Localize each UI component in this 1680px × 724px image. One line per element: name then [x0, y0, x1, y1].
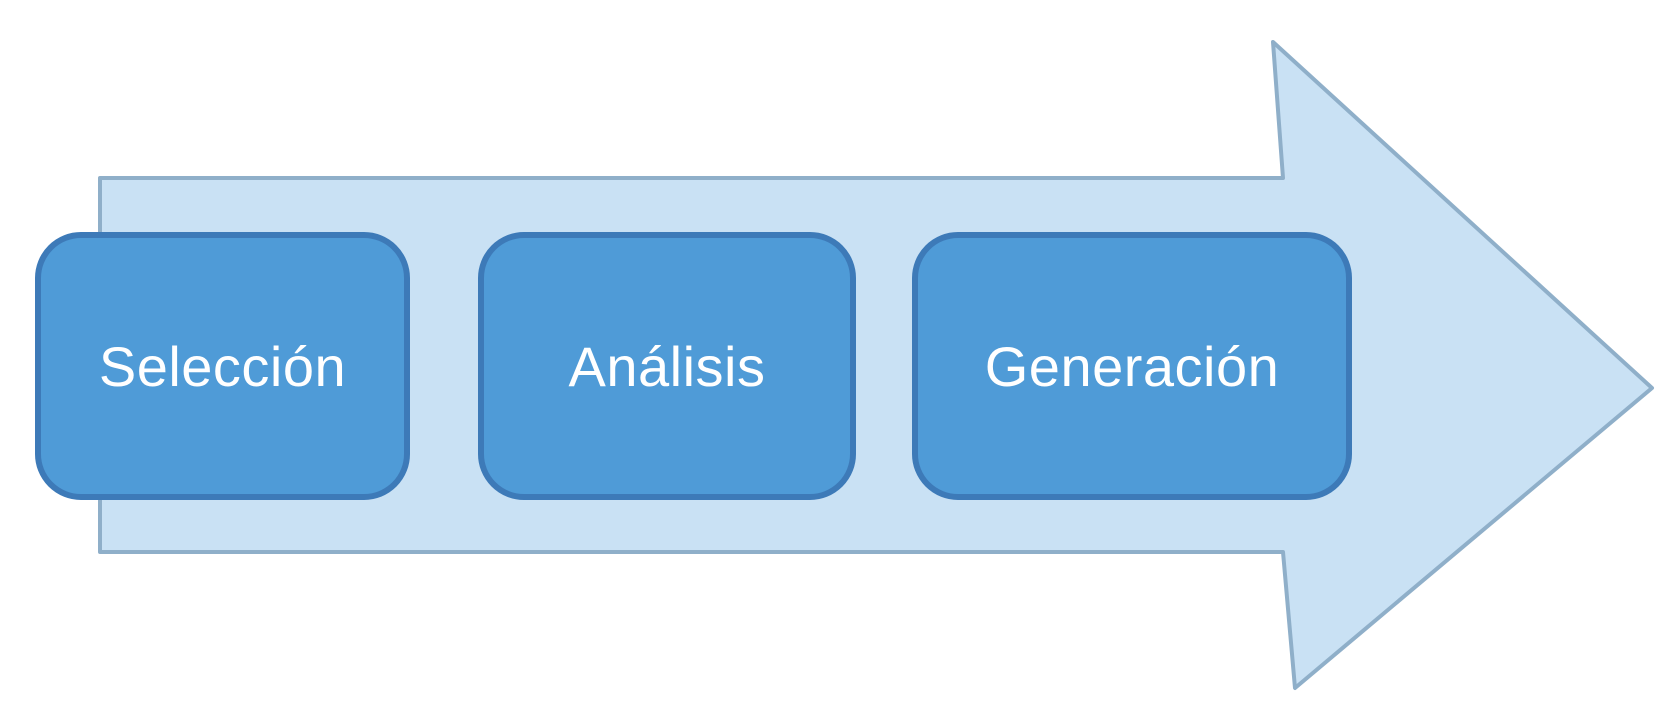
- step-seleccion: Selección: [35, 232, 410, 500]
- step-seleccion-label: Selección: [98, 334, 347, 398]
- step-generacion-label: Generación: [984, 334, 1280, 398]
- right-arrow-icon: [98, 40, 1654, 690]
- step-analisis-label: Análisis: [568, 334, 766, 398]
- step-generacion: Generación: [912, 232, 1352, 500]
- step-analisis: Análisis: [478, 232, 856, 500]
